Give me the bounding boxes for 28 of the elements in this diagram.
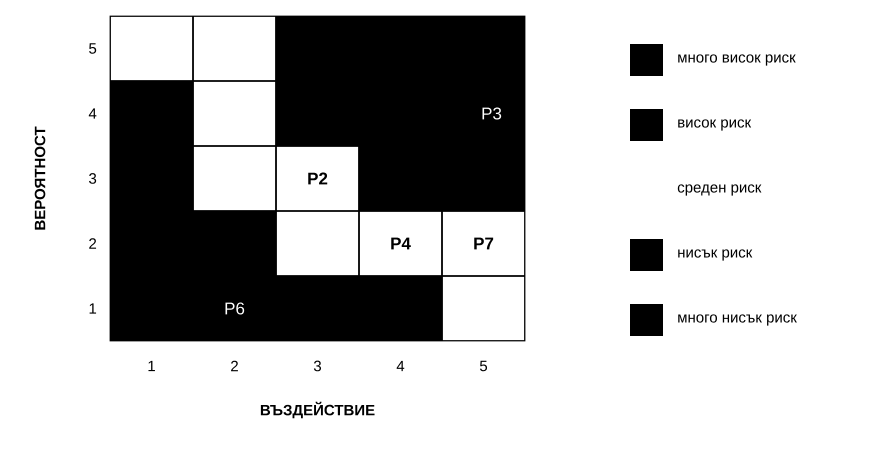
risk-cell bbox=[442, 276, 525, 341]
risk-label: P6 bbox=[226, 302, 244, 315]
axis-tick-label: 4 bbox=[396, 360, 404, 372]
axis-tick-label: 5 bbox=[89, 43, 96, 54]
axis-tick-label: 2 bbox=[231, 360, 238, 372]
axis-tick-label: 1 bbox=[90, 303, 96, 314]
legend-label: много висок риск bbox=[678, 54, 796, 66]
risk-cell bbox=[276, 211, 359, 276]
risk-cell: P2 bbox=[276, 146, 359, 211]
axis-tick-label: 2 bbox=[89, 238, 96, 249]
axis-tick-label: 3 bbox=[89, 173, 96, 184]
risk-label: P3 bbox=[482, 107, 502, 120]
risk-cell: P4 bbox=[359, 211, 442, 276]
legend-label: нисък риск bbox=[678, 249, 752, 261]
axis-title: ВЕРОЯТНОСТ bbox=[34, 126, 46, 230]
axis-tick-label: 1 bbox=[148, 360, 155, 372]
legend-label: много нисък риск bbox=[678, 314, 797, 326]
axis-tick-label: 4 bbox=[88, 108, 96, 119]
risk-cell bbox=[193, 81, 276, 146]
legend-label: висок риск bbox=[678, 119, 752, 131]
risk-cell bbox=[110, 16, 193, 81]
legend-label: среден риск bbox=[678, 184, 762, 196]
axis-title: ВЪЗДЕЙСТВИЕ bbox=[260, 402, 375, 418]
risk-cell bbox=[193, 16, 276, 81]
risk-cell: P7 bbox=[442, 211, 525, 276]
risk-cell bbox=[193, 146, 276, 211]
axis-tick-label: 3 bbox=[314, 360, 322, 372]
axis-tick-label: 5 bbox=[480, 360, 488, 372]
